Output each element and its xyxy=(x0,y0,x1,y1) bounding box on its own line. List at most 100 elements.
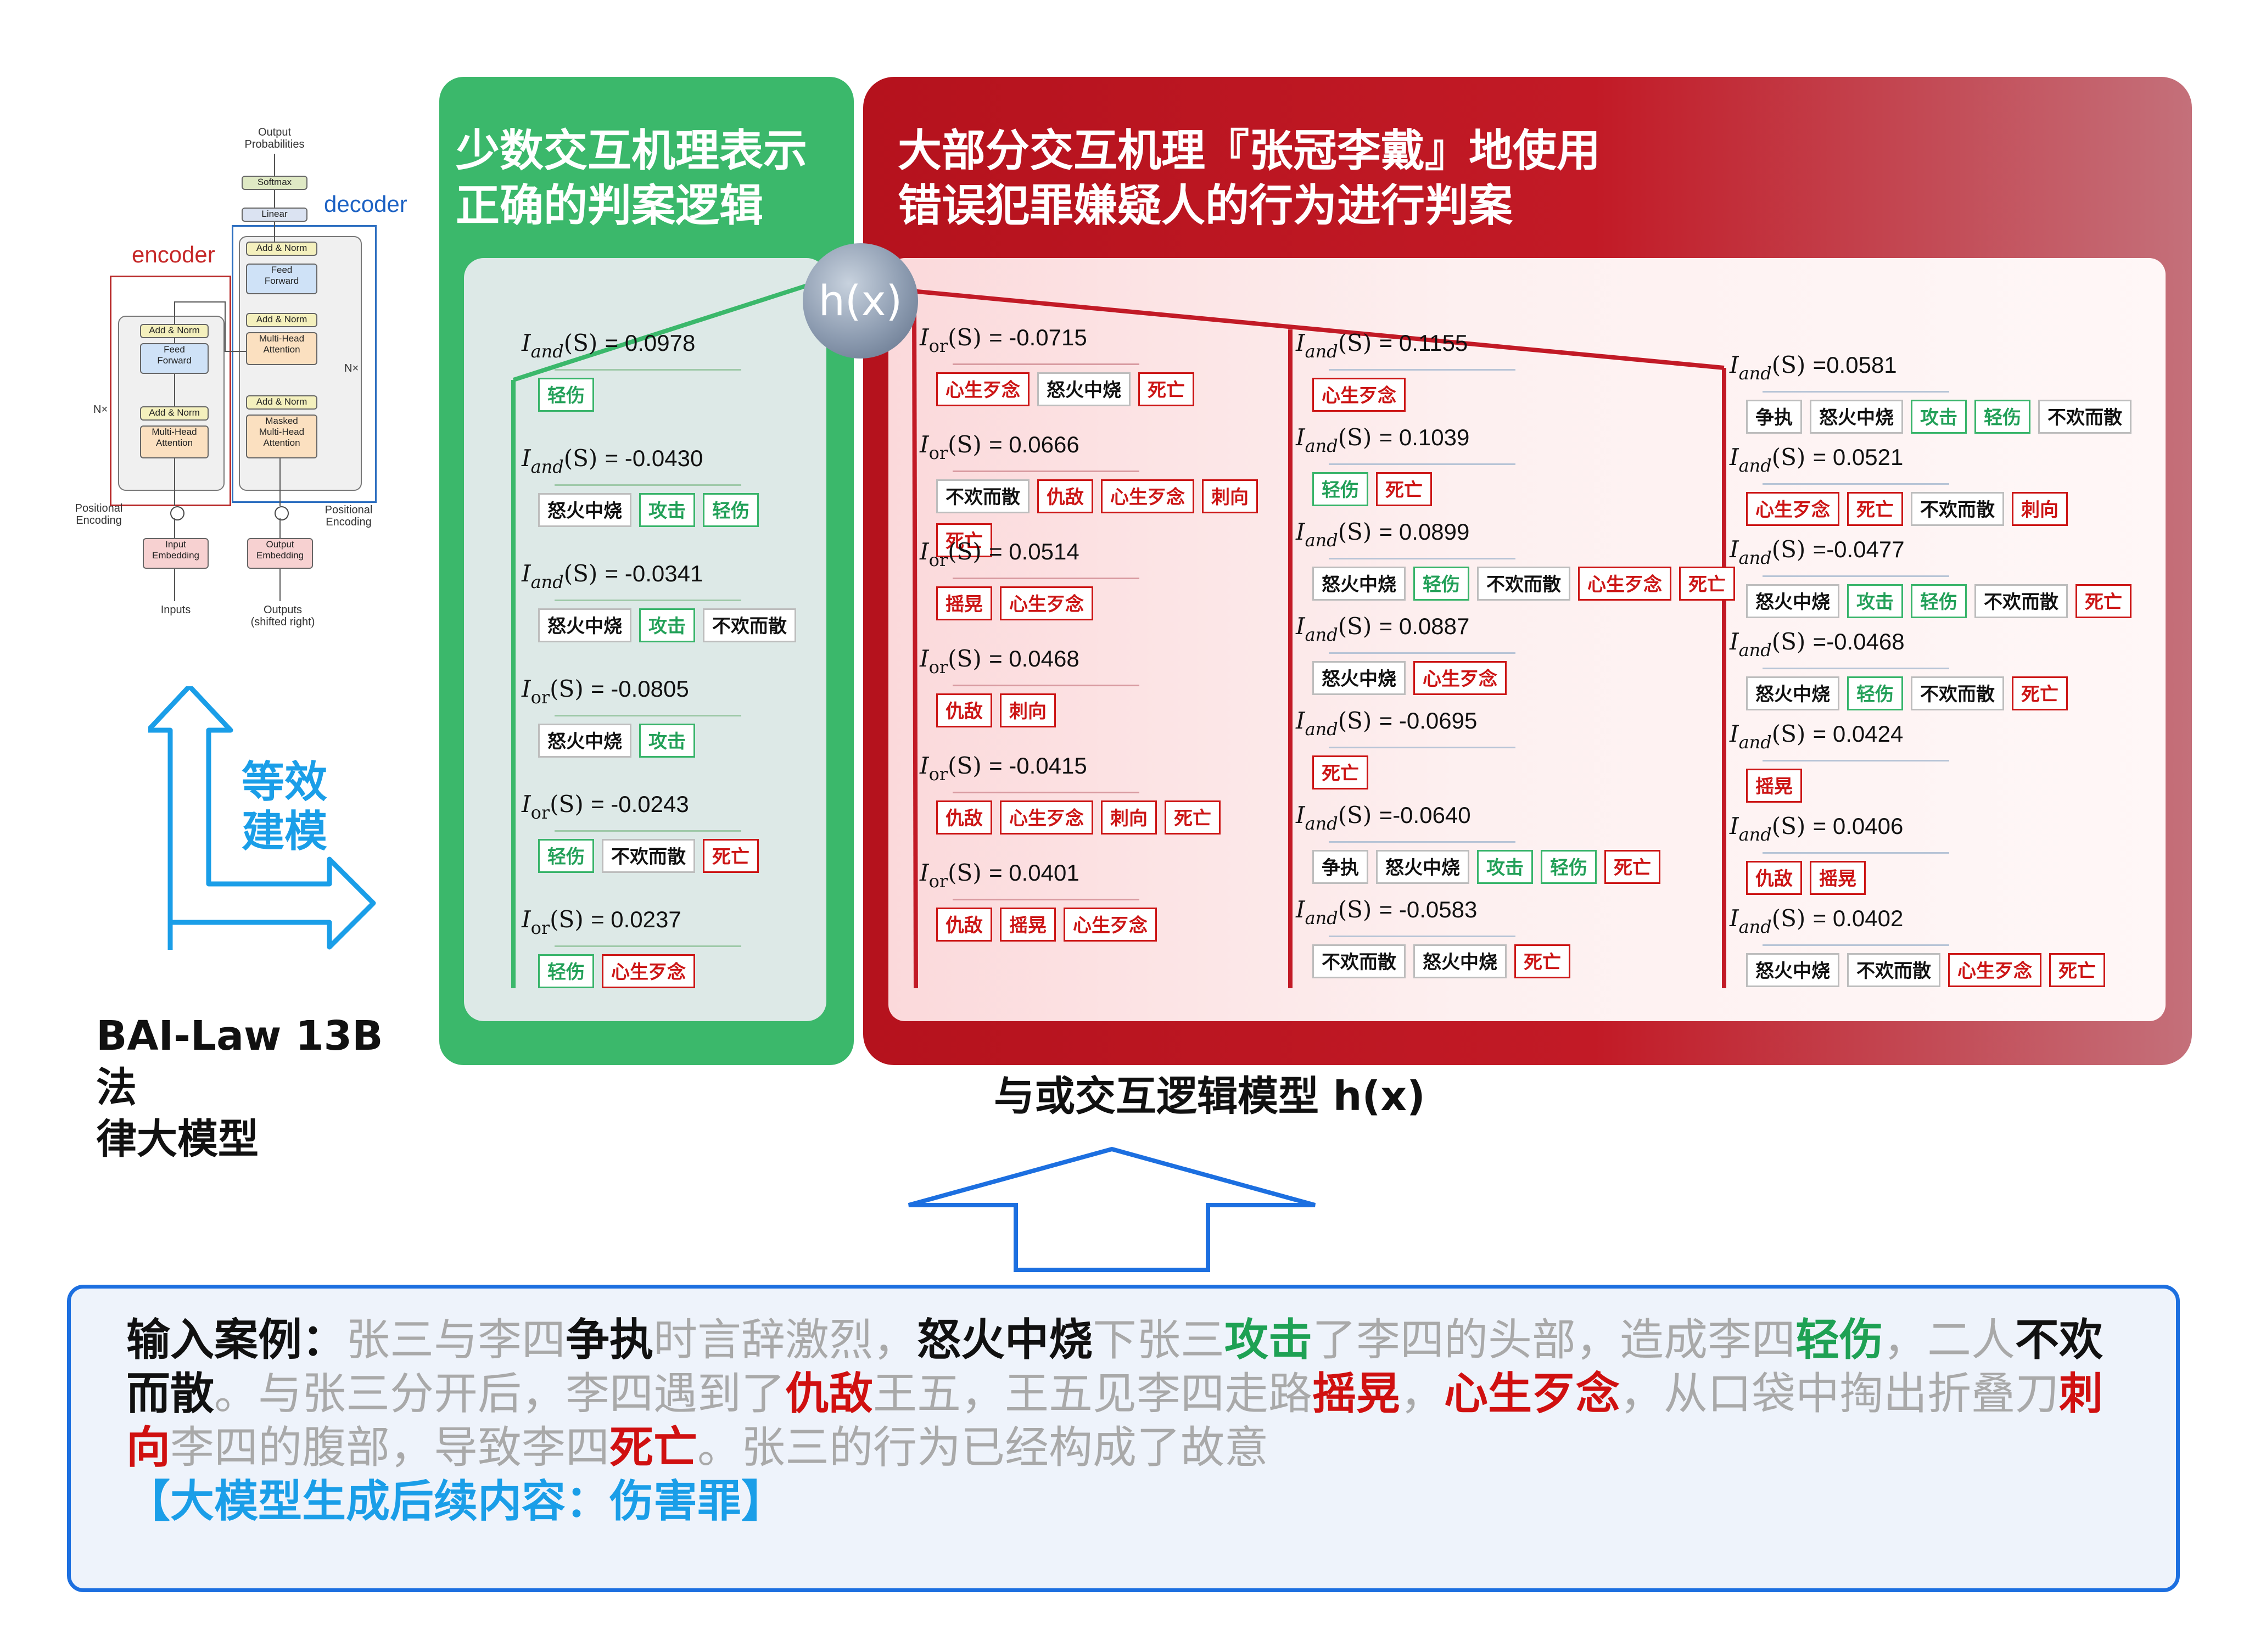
interaction-connector xyxy=(555,715,741,716)
interaction-label: Ior(S) = 0.0401 xyxy=(920,859,1079,892)
input-case-segment: 轻伤 xyxy=(1795,1314,1883,1365)
concept-box: 怒火中烧 xyxy=(1746,584,1839,618)
concept-box: 争执 xyxy=(1746,400,1802,434)
encoder-feed-forward: Feed Forward xyxy=(140,343,209,374)
concept-box: 怒火中烧 xyxy=(1376,850,1469,884)
interaction-connector xyxy=(1329,369,1515,371)
concept-box: 仇敌 xyxy=(936,908,992,942)
interaction-symbol: I xyxy=(920,752,929,779)
interaction-symbol: I xyxy=(920,538,929,565)
output-embedding: Output Embedding xyxy=(247,538,313,569)
input-case-segment: 张三与李四 xyxy=(346,1314,566,1365)
concept-box: 怒火中烧 xyxy=(538,608,631,642)
interaction-set: (S) xyxy=(948,431,989,458)
concept-box: 摇晃 xyxy=(1810,861,1866,895)
concept-box: 刺向 xyxy=(1101,800,1157,835)
interaction-op: or xyxy=(928,335,948,356)
concept-box: 死亡 xyxy=(703,839,759,873)
interaction-set: (S) xyxy=(563,445,605,472)
input-case-box xyxy=(67,1285,2180,1592)
interaction-connector xyxy=(953,792,1139,793)
concept-box: 轻伤 xyxy=(1911,584,1967,618)
interaction-op: or xyxy=(530,687,550,708)
interaction-connector xyxy=(953,899,1139,900)
interaction-value: =-0.0477 xyxy=(1812,536,1905,562)
interaction-connector xyxy=(1763,668,1949,669)
concept-box: 攻击 xyxy=(639,608,695,642)
interaction-value: = -0.0583 xyxy=(1379,897,1478,922)
interaction-symbol: I xyxy=(1296,707,1305,734)
interaction-label: Iand(S) =-0.0640 xyxy=(1296,802,1471,834)
interaction-value: = 0.0468 xyxy=(989,646,1079,671)
concept-box: 怒火中烧 xyxy=(538,724,631,758)
interaction-connector xyxy=(1329,558,1515,559)
concept-box: 轻伤 xyxy=(1847,676,1903,710)
interaction-symbol: I xyxy=(1296,518,1305,545)
interaction-symbol: I xyxy=(920,645,929,672)
interaction-connector xyxy=(555,945,741,947)
interaction-op: and xyxy=(530,572,564,592)
interaction-symbol: I xyxy=(1730,813,1739,839)
interaction-symbol: I xyxy=(920,431,929,458)
positional-encoding-right: Positional Encoding xyxy=(325,504,373,528)
interaction-value: = -0.0243 xyxy=(591,791,689,817)
interaction-set: (S) xyxy=(948,324,989,351)
interaction-connector xyxy=(1763,483,1949,485)
concept-box: 仇敌 xyxy=(936,800,992,835)
concept-box: 心生歹念 xyxy=(1101,479,1194,513)
input-embedding: Input Embedding xyxy=(143,538,209,569)
interaction-set: (S) xyxy=(1338,896,1379,923)
interaction-op: and xyxy=(1738,640,1772,660)
interaction-value: = 0.1039 xyxy=(1379,424,1470,450)
encoder-nx: N× xyxy=(93,404,108,416)
encoder-label: encoder xyxy=(132,242,215,267)
input-case-segment: 时言辞激烈， xyxy=(653,1314,917,1365)
input-case-segment: 不欢而散 xyxy=(126,1314,2103,1419)
interaction-value: = 0.0406 xyxy=(1812,813,1904,839)
interaction-connector xyxy=(1329,652,1515,654)
input-case-segment: 摇晃 xyxy=(1312,1368,1400,1419)
interaction-label: Ior(S) = 0.0514 xyxy=(920,538,1079,570)
interaction-connector xyxy=(953,363,1139,365)
interaction-connector xyxy=(953,685,1139,686)
concept-box: 死亡 xyxy=(1376,472,1432,506)
interaction-value: = -0.0695 xyxy=(1379,708,1478,733)
interaction-op: and xyxy=(1305,908,1338,928)
model-caption: BAI-Law 13B 法 律大模型 xyxy=(96,1012,383,1163)
interaction-symbol: I xyxy=(1296,802,1305,828)
encoder-multi-head: Multi-Head Attention xyxy=(140,425,209,458)
interaction-value: = 0.0887 xyxy=(1379,613,1470,639)
interaction-set: (S) xyxy=(550,791,591,817)
concept-box: 死亡 xyxy=(936,523,992,557)
output-probabilities-label: Output Probabilities xyxy=(244,126,305,150)
concept-box: 不欢而散 xyxy=(1477,567,1570,601)
interaction-op: and xyxy=(1305,530,1338,551)
interaction-value: = 0.0424 xyxy=(1812,721,1904,747)
interaction-value: = -0.0415 xyxy=(989,753,1087,779)
interaction-value: = 0.0521 xyxy=(1812,444,1904,470)
interaction-op: or xyxy=(928,657,948,677)
transformer-diagram: Output Probabilities Softmax Linear deco… xyxy=(71,121,428,642)
concept-box: 死亡 xyxy=(1679,567,1735,601)
interaction-symbol: I xyxy=(1296,329,1305,356)
interaction-value: = 0.0237 xyxy=(591,906,681,932)
interaction-connector xyxy=(555,484,741,486)
interaction-symbol: I xyxy=(1730,628,1739,655)
concept-box: 不欢而散 xyxy=(1974,584,2068,618)
encoder-frame xyxy=(110,276,231,506)
input-case-segment: 刺向 xyxy=(126,1368,2103,1473)
interaction-symbol: I xyxy=(522,791,531,817)
interaction-label: Iand(S) = 0.0521 xyxy=(1730,444,1904,476)
interaction-value: = 0.1155 xyxy=(1379,330,1468,356)
interaction-label: Iand(S) = -0.0430 xyxy=(522,445,703,477)
input-case-segment: 了李四的头部，造成李四 xyxy=(1312,1314,1795,1365)
interaction-symbol: I xyxy=(522,329,531,356)
interaction-label: Iand(S) = 0.1155 xyxy=(1296,329,1468,362)
linear-block: Linear xyxy=(242,208,307,222)
interaction-op: and xyxy=(1305,624,1338,645)
interaction-value: =-0.0640 xyxy=(1379,802,1471,828)
interaction-op: and xyxy=(530,341,564,362)
interaction-connector xyxy=(1329,841,1515,843)
interaction-label: Iand(S) = 0.0402 xyxy=(1730,905,1903,937)
concept-box: 轻伤 xyxy=(538,954,594,988)
